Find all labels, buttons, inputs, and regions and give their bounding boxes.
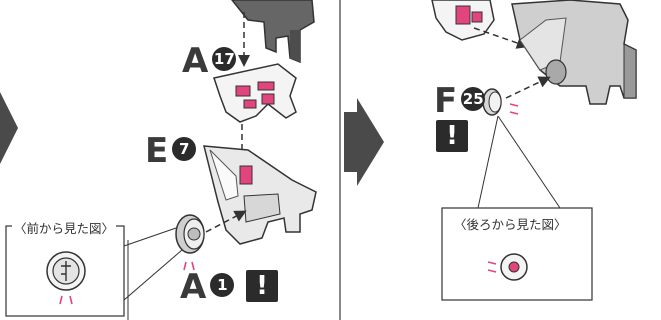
caution-mark-a1: ! xyxy=(246,270,278,302)
accent-mark-3 xyxy=(510,104,518,114)
label-f25-letter: F xyxy=(434,81,457,121)
label-a17-number: 17 xyxy=(212,47,236,71)
label-e7-letter: E xyxy=(145,131,168,171)
step-arrow-center xyxy=(344,98,384,186)
label-a17-letter: A xyxy=(182,41,208,81)
label-f25-number: 25 xyxy=(461,87,485,111)
caution-mark-f25: ! xyxy=(436,120,468,152)
back-view-disc xyxy=(501,254,527,280)
label-a1-number: 1 xyxy=(210,273,234,297)
front-view-ring xyxy=(47,252,85,290)
part-f25-disc xyxy=(483,89,501,115)
label-e7-number: 7 xyxy=(172,137,196,161)
part-gray-assembly xyxy=(512,0,636,104)
back-view-title: 〈後ろから見た図〉 xyxy=(452,214,569,233)
guide-arrow-5 xyxy=(506,78,548,98)
part-a1-ring xyxy=(176,215,204,253)
label-a1-letter: A xyxy=(180,267,206,307)
step-arrow-left xyxy=(0,92,18,164)
part-e7 xyxy=(204,146,316,244)
front-view-title: 〈前から見た図〉 xyxy=(12,218,116,237)
part-pink-small xyxy=(432,0,494,40)
